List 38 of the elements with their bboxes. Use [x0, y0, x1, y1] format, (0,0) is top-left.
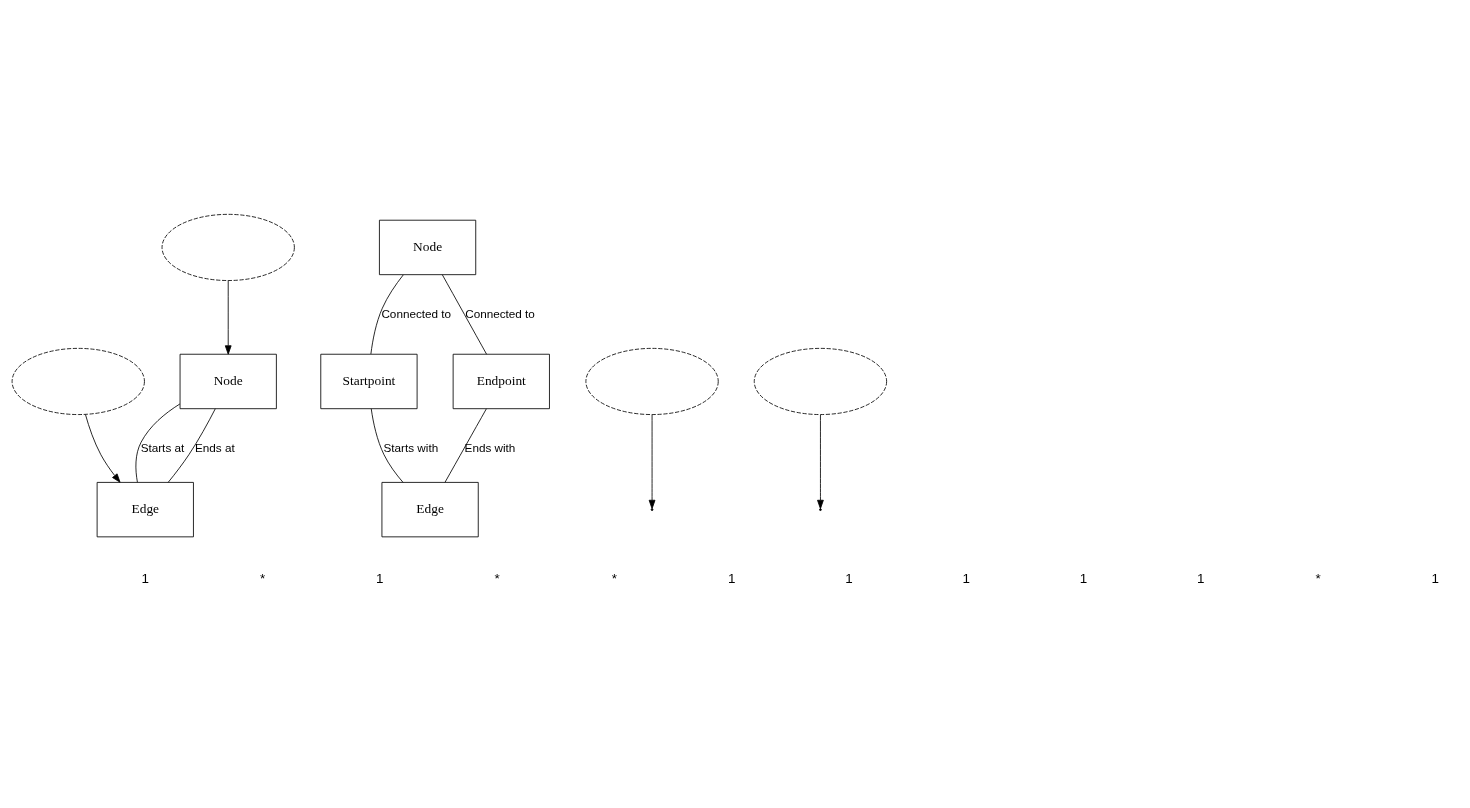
node-cloud — [161, 213, 295, 281]
node-box: Edge — [381, 481, 479, 537]
label: 1 — [727, 570, 736, 586]
connector — [135, 403, 181, 483]
node-cloud — [585, 347, 719, 415]
arrow — [648, 413, 656, 509]
arrow — [817, 413, 824, 509]
label: 1 — [141, 570, 150, 586]
edge-label: Connected to — [381, 306, 452, 320]
node-box: Startpoint — [320, 353, 418, 409]
label: 1 — [376, 570, 384, 586]
label: * — [494, 570, 500, 586]
label: 1 — [845, 570, 853, 586]
connector — [444, 407, 487, 483]
label: 1 — [1079, 570, 1088, 586]
connector — [370, 274, 404, 354]
edge-label: Ends at — [194, 440, 235, 454]
arrow — [224, 279, 232, 355]
arrow — [85, 413, 121, 483]
label: 1 — [962, 570, 970, 586]
edge-label: Ends with — [464, 440, 516, 454]
node-box: Node — [379, 219, 477, 275]
node-box: Endpoint — [452, 353, 550, 409]
node-box: Node — [179, 353, 277, 409]
node-cloud — [753, 347, 888, 415]
label: * — [1315, 570, 1321, 586]
connector — [167, 407, 216, 483]
edge-label: Connected to — [465, 306, 535, 320]
label: 1 — [1197, 570, 1205, 586]
label: 1 — [1431, 570, 1440, 586]
edge-label: Starts with — [383, 440, 439, 454]
node-cloud — [11, 347, 145, 415]
edge-label: Starts at — [140, 440, 185, 454]
connector — [370, 407, 404, 483]
connector — [441, 273, 487, 355]
label: * — [259, 570, 266, 586]
node-box: Edge — [96, 481, 194, 537]
label: * — [611, 570, 617, 586]
